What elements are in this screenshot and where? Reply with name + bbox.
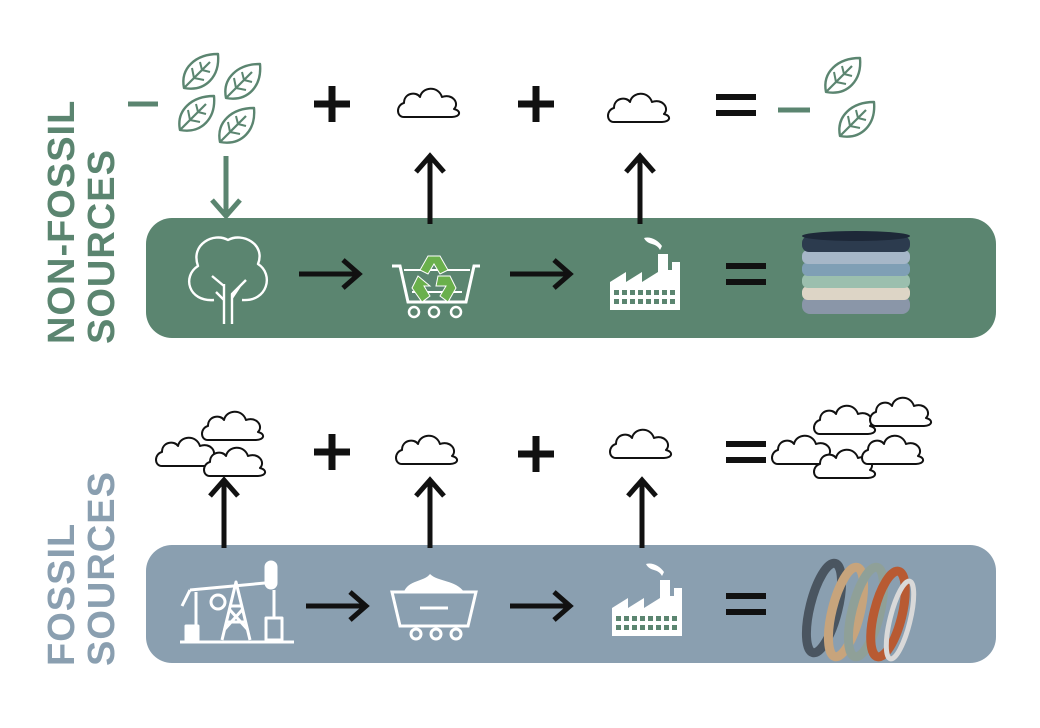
non-fossil-process-bar [146, 218, 996, 338]
stacked-rings-icon [802, 231, 910, 314]
mining-cart-icon [390, 574, 478, 641]
plus-sign [314, 86, 350, 122]
leaf-icon [178, 94, 216, 132]
absorb-arrow [210, 156, 242, 220]
cloud-icon [869, 396, 933, 427]
cloud-icon [609, 428, 673, 459]
leaf-icon [224, 62, 262, 100]
cloud-icon [397, 87, 461, 118]
cloud-icon [201, 410, 265, 441]
emission-arrow [210, 480, 238, 548]
leaf-icon [218, 106, 256, 144]
plus-sign [314, 434, 350, 470]
equals-sign [716, 94, 756, 116]
equals-sign [726, 441, 766, 463]
leaf-icon [838, 100, 876, 138]
recycling-cart-icon [392, 255, 480, 319]
leaf-icon [182, 52, 220, 90]
emission-arrow [628, 480, 656, 548]
recycle-icon [411, 255, 457, 303]
cloud-icon [813, 404, 877, 435]
oil-pump-icon [180, 560, 294, 644]
plus-sign [518, 86, 554, 122]
cloud-icon [395, 434, 459, 465]
cloud-icon [607, 92, 671, 123]
cloud-icon [861, 434, 925, 465]
emission-arrow [416, 156, 444, 224]
plus-sign [518, 436, 554, 472]
emission-arrow [416, 480, 444, 548]
tree-icon [188, 236, 268, 324]
emission-arrow [626, 156, 654, 224]
spring-rings-icon [801, 558, 917, 662]
equals-sign [726, 263, 766, 285]
equals-sign [726, 593, 766, 615]
leaf-icon [824, 56, 862, 94]
